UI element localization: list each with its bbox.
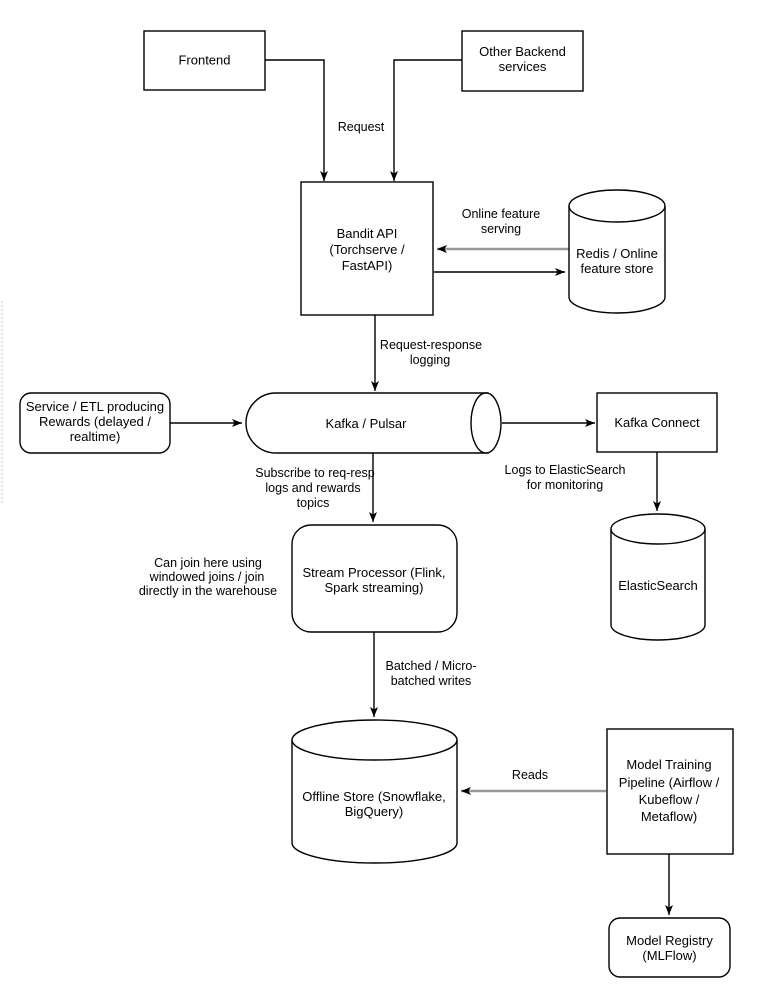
node-stream-processor: Stream Processor (Flink, Spark streaming… xyxy=(291,524,458,633)
label-reads: Reads xyxy=(512,768,548,782)
label-online-feature-line1: Online feature xyxy=(462,207,541,221)
other-backend-label-line1: Other Backend xyxy=(479,44,566,59)
kafka-connect-label: Kafka Connect xyxy=(614,415,700,430)
node-redis-feature-store: Redis / Online feature store xyxy=(568,189,666,314)
offline-store-label-line2: BigQuery) xyxy=(345,804,404,819)
offline-store-label-line1: Offline Store (Snowflake, xyxy=(302,789,446,804)
label-logs-to-es-line2: for monitoring xyxy=(527,478,603,492)
elasticsearch-label: ElasticSearch xyxy=(618,578,697,593)
model-registry-label-line2: (MLFlow) xyxy=(642,948,696,963)
label-req-resp-logging-line2: logging xyxy=(410,353,450,367)
node-other-backend-services: Other Backend services xyxy=(461,30,584,92)
label-req-resp-logging-line1: Request-response xyxy=(380,338,482,352)
elasticsearch-cylinder-lid xyxy=(610,528,706,545)
bandit-api-label-line2: (Torchserve / xyxy=(329,242,405,257)
stream-processor-box xyxy=(291,524,458,633)
offline-store-cylinder xyxy=(291,719,458,864)
edge-labels: Request Online feature serving Request-r… xyxy=(139,120,626,782)
model-training-label-line4: Metaflow) xyxy=(641,809,697,824)
frontend-box xyxy=(143,30,266,91)
redis-label-line1: Redis / Online xyxy=(576,246,658,261)
label-batched-line2: batched writes xyxy=(391,674,472,688)
model-training-label-line2: Pipeline (Airflow / xyxy=(619,775,720,790)
bandit-api-box xyxy=(300,181,434,316)
service-etl-label-line2: Rewards (delayed / xyxy=(39,414,151,429)
label-online-feature-line2: serving xyxy=(481,222,521,236)
redis-cylinder-lid xyxy=(568,205,666,223)
model-training-label-line1: Model Training xyxy=(626,757,711,772)
kafka-pipe-cap xyxy=(470,392,502,454)
node-service-etl: Service / ETL producing Rewards (delayed… xyxy=(19,392,171,454)
stream-processor-label-line1: Stream Processor (Flink, xyxy=(302,565,445,580)
model-training-box xyxy=(606,728,734,855)
node-kafka-connect: Kafka Connect xyxy=(596,392,718,453)
model-registry-box xyxy=(608,917,731,978)
redis-label-line2: feature store xyxy=(581,261,654,276)
label-logs-to-es-line1: Logs to ElasticSearch xyxy=(505,463,626,477)
kafka-label: Kafka / Pulsar xyxy=(326,416,408,431)
model-training-label-line3: Kubeflow / xyxy=(639,792,700,807)
edges xyxy=(170,59,673,915)
kafka-connect-box xyxy=(596,392,718,453)
service-etl-label-line3: realtime) xyxy=(70,429,121,444)
edge-frontend-to-bandit xyxy=(265,59,328,181)
node-kafka-pulsar: Kafka / Pulsar xyxy=(245,392,502,454)
label-can-join-line1: Can join here using xyxy=(154,556,262,570)
label-subscribe-line1: Subscribe to req-resp xyxy=(255,466,375,480)
edge-backend-to-bandit xyxy=(390,59,462,181)
label-batched-line1: Batched / Micro- xyxy=(385,659,476,673)
node-frontend: Frontend xyxy=(143,30,266,91)
elasticsearch-cylinder xyxy=(610,513,706,641)
node-model-registry: Model Registry (MLFlow) xyxy=(608,917,731,978)
node-offline-store: Offline Store (Snowflake, BigQuery) xyxy=(291,719,458,864)
kafka-pipe-body xyxy=(245,392,489,454)
frontend-label: Frontend xyxy=(178,53,230,68)
model-registry-label-line1: Model Registry xyxy=(626,933,713,948)
node-model-training-pipeline: Model Training Pipeline (Airflow / Kubef… xyxy=(606,728,734,855)
label-can-join-line3: directly in the warehouse xyxy=(139,584,277,598)
node-elasticsearch: ElasticSearch xyxy=(610,513,706,641)
label-can-join-line2: windowed joins / join xyxy=(149,570,265,584)
bandit-api-label-line3: FastAPI) xyxy=(342,258,393,273)
label-subscribe-line2: logs and rewards xyxy=(265,481,360,495)
service-etl-label-line1: Service / ETL producing xyxy=(26,399,164,414)
redis-cylinder xyxy=(568,189,666,314)
other-backend-label-line2: services xyxy=(499,59,547,74)
node-bandit-api: Bandit API (Torchserve / FastAPI) xyxy=(300,181,434,316)
bandit-api-label-line1: Bandit API xyxy=(337,226,398,241)
service-etl-box xyxy=(19,392,171,454)
label-request: Request xyxy=(338,120,385,134)
stream-processor-label-line2: Spark streaming) xyxy=(325,580,424,595)
label-subscribe-line3: topics xyxy=(297,496,330,510)
offline-store-cylinder-lid xyxy=(291,739,458,761)
other-backend-box xyxy=(461,30,584,92)
